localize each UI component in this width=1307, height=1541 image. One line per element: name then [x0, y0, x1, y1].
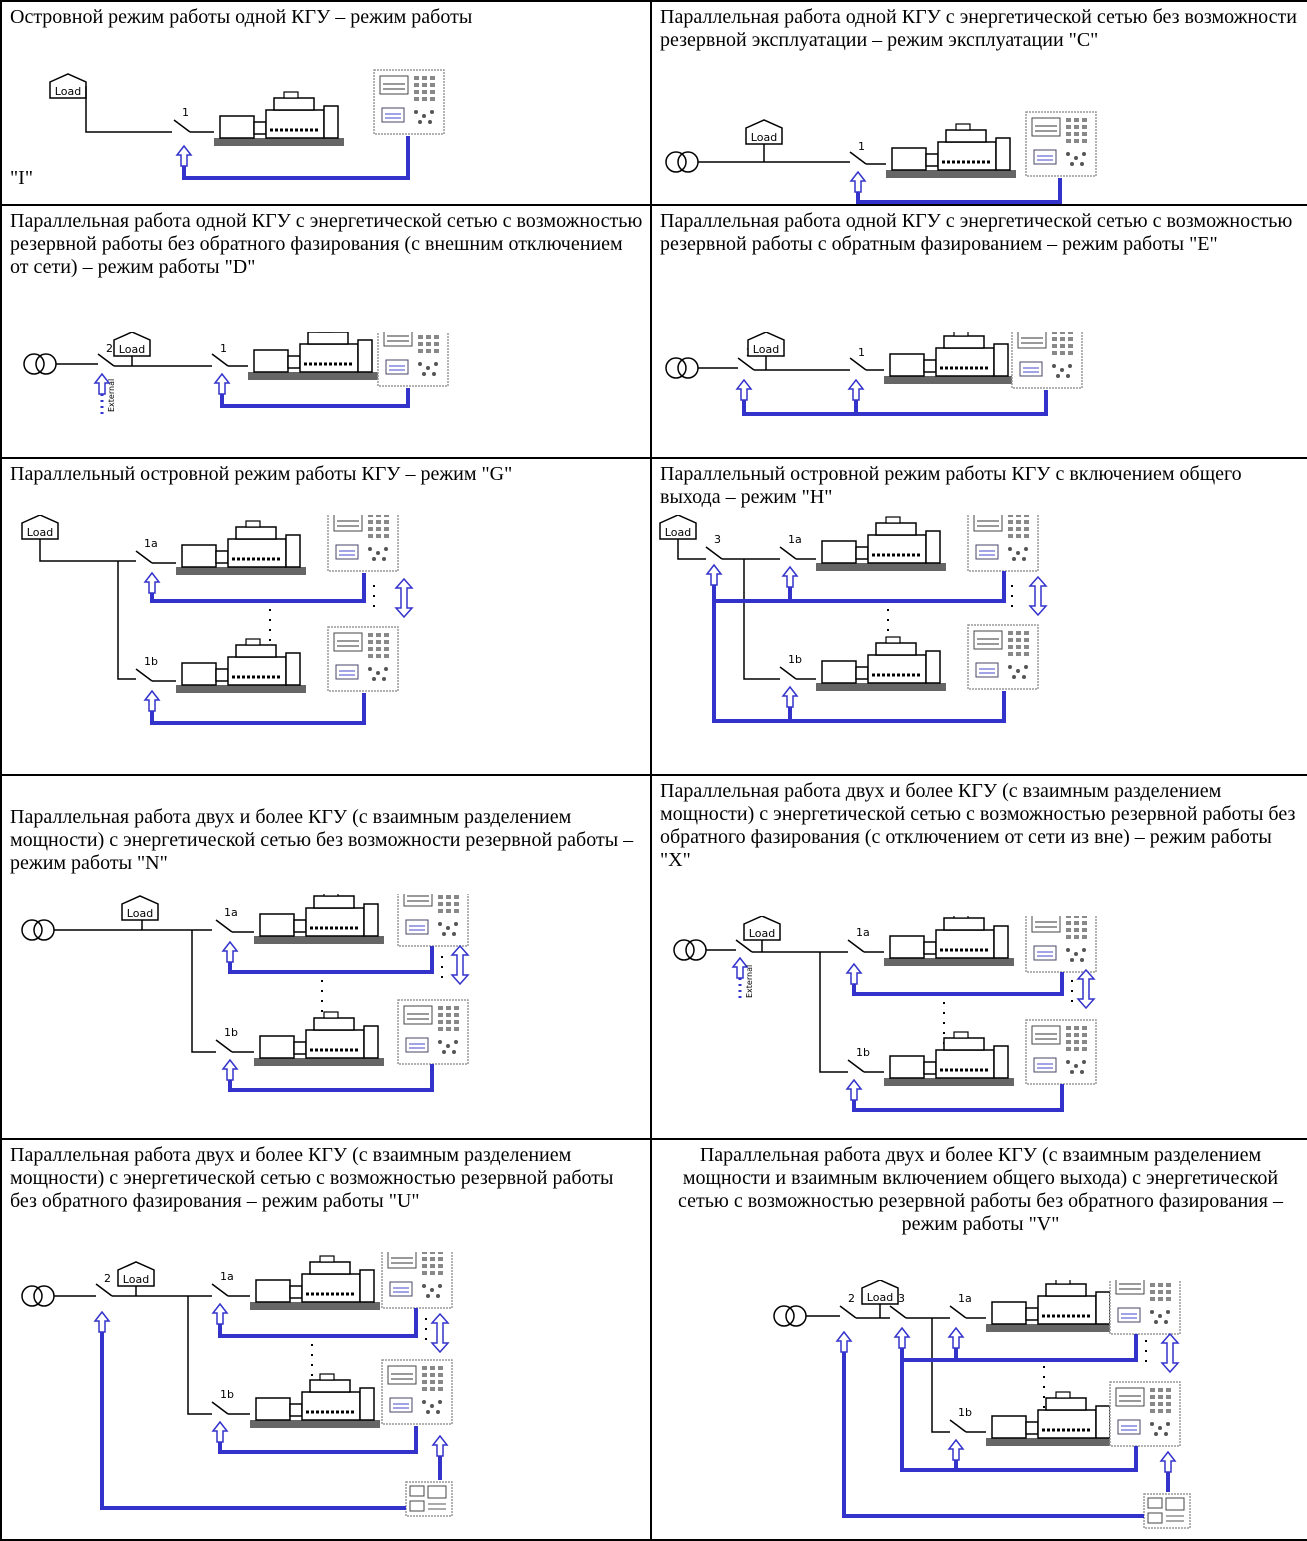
diagram-mode-E: 2 1	[665, 332, 1083, 416]
svg-text:3: 3	[898, 1292, 905, 1305]
cell-mode-U: Параллельная работа двух и более КГУ (с …	[0, 1138, 652, 1541]
svg-text:1a: 1a	[224, 906, 238, 919]
svg-text:1a: 1a	[220, 1270, 234, 1283]
cell-mode-E: Параллельная работа одной КГУ с энергети…	[650, 204, 1307, 459]
caption-mode-C: Параллельная работа одной КГУ с энергети…	[660, 6, 1297, 51]
caption-mode-D: Параллельная работа одной КГУ с энергети…	[10, 210, 643, 278]
cell-mode-D: Параллельная работа одной КГУ с энергети…	[0, 204, 652, 459]
cell-mode-C: Параллельная работа одной КГУ с энергети…	[650, 0, 1307, 206]
cell-mode-X: Параллельная работа двух и более КГУ (с …	[650, 774, 1307, 1140]
diagram-mode-V: 2 3 1a 1b	[773, 1280, 1191, 1529]
caption-mode-N: Параллельная работа двух и более КГУ (с …	[10, 806, 634, 874]
caption-mode-E: Параллельная работа одной КГУ с энергети…	[660, 210, 1293, 255]
svg-text:2: 2	[104, 1272, 111, 1285]
svg-text:1a: 1a	[856, 926, 870, 939]
diagram-mode-H: 3 1a 1b	[659, 515, 1047, 723]
caption-mode-I: Островной режим работы одной КГУ – режим…	[10, 6, 473, 28]
diagram-mode-D: 2 1 External	[23, 332, 449, 414]
svg-text:2: 2	[848, 1292, 855, 1305]
diagram-mode-U: 2 1a 1b	[21, 1252, 453, 1517]
svg-text:2: 2	[106, 342, 113, 355]
svg-text:1b: 1b	[958, 1406, 972, 1419]
svg-text:1a: 1a	[788, 533, 802, 546]
cell-mode-I: Островной режим работы одной КГУ – режим…	[0, 0, 652, 206]
cell-mode-G: Параллельный островной режим работы КГУ …	[0, 457, 652, 776]
svg-text:1b: 1b	[144, 655, 158, 668]
cell-mode-N: Параллельная работа двух и более КГУ (с …	[0, 774, 652, 1140]
caption-mode-H: Параллельный островной режим работы КГУ …	[660, 463, 1242, 508]
svg-text:1a: 1a	[958, 1292, 972, 1305]
caption-mode-I-tail: "I"	[10, 167, 33, 189]
svg-text:1b: 1b	[856, 1046, 870, 1059]
cell-mode-H: Параллельный островной режим работы КГУ …	[650, 457, 1307, 776]
switch-label-1: 1	[182, 106, 189, 119]
svg-text:1: 1	[220, 342, 227, 355]
svg-text:1: 1	[858, 140, 865, 153]
caption-mode-V: Параллельная работа двух и более КГУ (с …	[678, 1144, 1283, 1235]
diagram-mode-G: 1a 1b	[21, 515, 413, 725]
caption-mode-X: Параллельная работа двух и более КГУ (с …	[660, 780, 1296, 871]
svg-text:External: External	[745, 965, 754, 998]
svg-text:1b: 1b	[788, 653, 802, 666]
caption-mode-U: Параллельная работа двух и более КГУ (с …	[10, 1144, 614, 1212]
cell-mode-V: Параллельная работа двух и более КГУ (с …	[650, 1138, 1307, 1541]
svg-text:1b: 1b	[220, 1388, 234, 1401]
svg-text:1b: 1b	[224, 1026, 238, 1039]
diagram-mode-I: 1	[49, 69, 445, 180]
diagram-mode-N: 1a 1b	[21, 894, 469, 1092]
svg-text:3: 3	[714, 533, 721, 546]
external-label: External	[107, 379, 116, 412]
svg-text:1a: 1a	[144, 537, 158, 550]
diagram-mode-C: 1	[665, 111, 1097, 203]
svg-text:1: 1	[858, 346, 865, 359]
caption-mode-G: Параллельный островной режим работы КГУ …	[10, 463, 513, 485]
diagram-mode-X: 2 External 1a 1b	[673, 916, 1097, 1112]
